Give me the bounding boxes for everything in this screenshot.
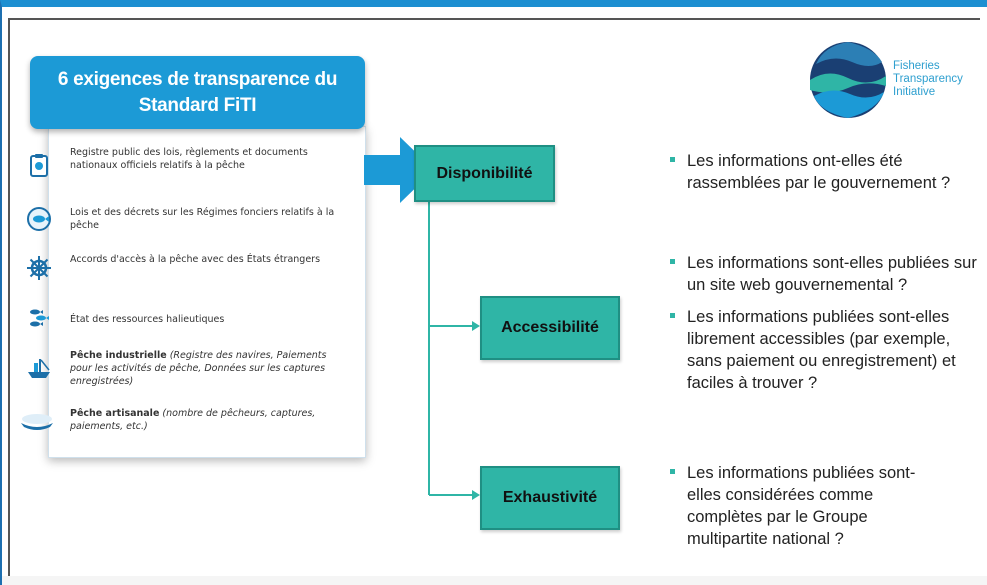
logo-text: Fisheries Transparency Initiative bbox=[893, 60, 963, 99]
connector-lines bbox=[428, 180, 480, 500]
box-exhaustivite: Exhaustivité bbox=[480, 466, 620, 530]
bullet-marker bbox=[670, 313, 675, 318]
requirement-item: Pêche artisanale (nombre de pêcheurs, ca… bbox=[21, 407, 340, 433]
bullet-text: Les informations ont-elles été rassemblé… bbox=[687, 152, 951, 192]
requirement-bold: Pêche industrielle bbox=[70, 350, 167, 361]
fiti-logo-icon bbox=[810, 42, 886, 118]
bullet-text: Les informations publiées sont-elles con… bbox=[687, 464, 916, 548]
requirement-italic: (nombre de pêcheurs, captures, paiements… bbox=[70, 408, 316, 432]
bottom-strip bbox=[2, 576, 987, 585]
bullet-marker bbox=[670, 469, 675, 474]
requirement-bold: Pêche artisanale bbox=[70, 408, 160, 419]
content-border bbox=[8, 18, 980, 576]
bullet-item: Les informations publiées sont-elles con… bbox=[670, 462, 942, 550]
requirement-item: Registre public des lois, règlements et … bbox=[30, 146, 340, 177]
requirement-text: Registre public des lois, règlements et … bbox=[70, 147, 308, 171]
canoe-icon bbox=[21, 414, 53, 430]
panel-header: 6 exigences de transparence du Standard … bbox=[30, 56, 365, 129]
bullet-marker bbox=[670, 157, 675, 162]
bullet-item: Les informations publiées sont-elles lib… bbox=[670, 306, 982, 394]
logo-line1: Fisheries bbox=[893, 60, 940, 72]
bullet-text: Les informations publiées sont-elles lib… bbox=[687, 308, 956, 392]
industrial-boat-icon bbox=[28, 359, 50, 378]
logo-line3: Initiative bbox=[893, 86, 936, 98]
requirements-panel bbox=[48, 126, 366, 458]
requirement-item: Lois et des décrets sur les Régimes fonc… bbox=[27, 206, 340, 232]
ship-wheel-icon bbox=[27, 256, 51, 280]
clipboard-icon bbox=[30, 154, 48, 177]
fish-circle-icon bbox=[27, 207, 51, 231]
box-disponibilite: Disponibilité bbox=[414, 145, 555, 202]
requirement-item: État des ressources halieutiques bbox=[30, 309, 340, 327]
bullet-item: Les informations ont-elles été rassemblé… bbox=[670, 150, 982, 194]
requirement-text: Lois et des décrets sur les Régimes fonc… bbox=[70, 207, 335, 231]
requirement-item: Pêche industrielle (Registre des navires… bbox=[28, 349, 340, 388]
fish-school-icon bbox=[30, 309, 49, 327]
bullet-text: Les informations sont-elles publiées sur… bbox=[687, 254, 977, 294]
requirement-item: Accords d'accès à la pêche avec des État… bbox=[27, 253, 340, 280]
logo-line2: Transparency bbox=[893, 73, 963, 85]
requirement-text: Accords d'accès à la pêche avec des État… bbox=[70, 254, 321, 265]
panel-header-line2: Standard FiTI bbox=[138, 94, 257, 116]
panel-header-line1: 6 exigences de transparence du bbox=[57, 68, 338, 90]
requirement-italic: (Registre des navires, Paiements pour le… bbox=[70, 350, 327, 387]
requirement-text: État des ressources halieutiques bbox=[70, 314, 225, 325]
box-accessibilite: Accessibilité bbox=[480, 296, 620, 360]
bullet-item: Les informations sont-elles publiées sur… bbox=[670, 252, 982, 296]
bullet-marker bbox=[670, 259, 675, 264]
